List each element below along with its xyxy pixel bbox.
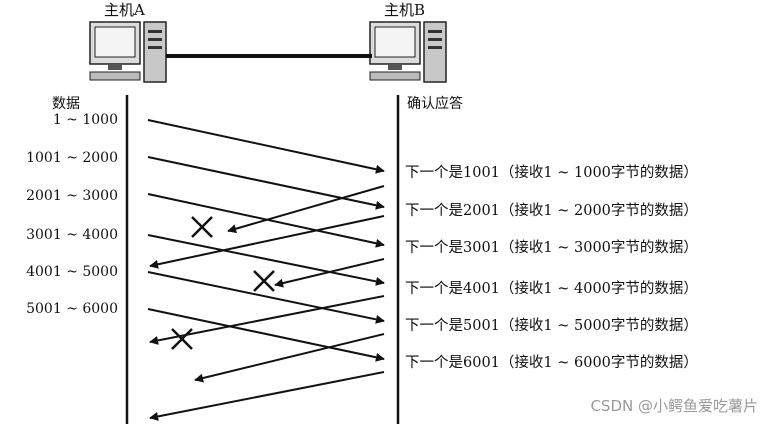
watermark: CSDN @小鳄鱼爱吃薯片	[590, 397, 758, 415]
lost-ack-arrow	[227, 185, 385, 234]
lost-ack-arrow	[274, 258, 385, 288]
ack-label: 下一个是5001（接收1 ~ 5000字节的数据）	[405, 318, 698, 334]
segment-label: 1 ~ 1000	[52, 112, 118, 128]
right-heading: 确认应答	[407, 96, 463, 112]
host-a-label: 主机A	[104, 1, 145, 19]
segment-label: 2001 ~ 3000	[26, 188, 118, 204]
ack-arrows	[149, 185, 385, 421]
computer-icon	[89, 21, 167, 83]
host-b-label: 主机B	[384, 1, 426, 19]
lost-mark-icon	[253, 270, 275, 292]
segment-label: 1001 ~ 2000	[26, 150, 118, 166]
ack-label: 下一个是1001（接收1 ~ 1000字节的数据）	[405, 165, 698, 181]
lost-mark-icon	[191, 216, 213, 238]
lost-marks	[171, 216, 275, 350]
segment-arrow	[147, 119, 385, 174]
left-heading: 数据	[52, 96, 80, 112]
lost-ack-arrow	[194, 333, 385, 383]
segment-arrow	[147, 234, 385, 286]
computer-icon	[369, 21, 447, 83]
ack-label: 下一个是2001（接收1 ~ 2000字节的数据）	[405, 203, 698, 219]
ack-label: 下一个是3001（接收1 ~ 3000字节的数据）	[405, 240, 698, 256]
segment-arrow	[147, 308, 385, 362]
ack-label: 下一个是4001（接收1 ~ 4000字节的数据）	[405, 281, 698, 297]
segment-arrow	[147, 271, 385, 324]
lost-mark-icon	[171, 328, 193, 350]
segment-arrow	[147, 156, 385, 210]
segment-arrows	[147, 119, 385, 362]
ack-arrow	[149, 215, 385, 269]
ack-label: 下一个是6001（接收1 ~ 6000字节的数据）	[405, 355, 698, 371]
segment-label: 5001 ~ 6000	[26, 301, 118, 317]
segment-label: 4001 ~ 5000	[26, 264, 118, 280]
segment-label: 3001 ~ 4000	[26, 227, 118, 243]
ack-arrow	[149, 371, 385, 421]
ack-arrow	[149, 295, 385, 345]
